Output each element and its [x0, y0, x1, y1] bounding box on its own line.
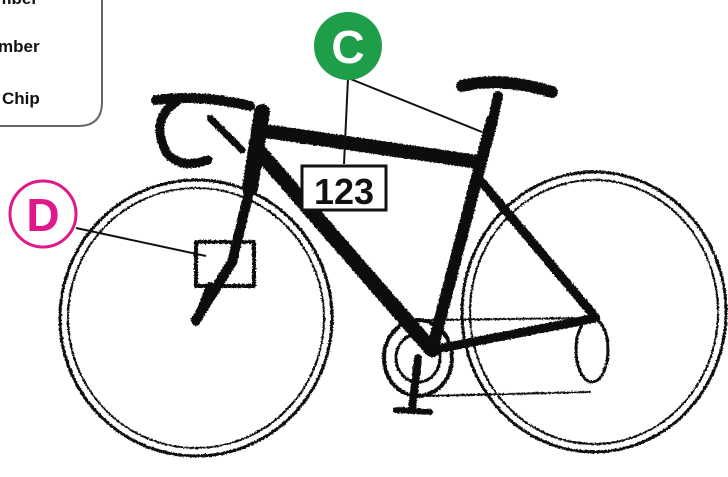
- bike-frame: [196, 82, 596, 350]
- legend-item-bike-number: mber: [0, 37, 40, 56]
- bicycle-illustration: [60, 82, 726, 456]
- legend-item-race-number: umber: [0, 0, 38, 8]
- callout-d-letter: D: [26, 189, 59, 241]
- legend-box: umber mber Chip: [0, 0, 102, 126]
- callout-d: D: [10, 181, 206, 256]
- race-number-plate: 123: [302, 166, 386, 212]
- race-number-value: 123: [314, 171, 374, 212]
- legend-item-timing-chip: Chip: [2, 89, 40, 108]
- handlebars: [156, 98, 250, 164]
- callout-c-letter: C: [331, 21, 364, 73]
